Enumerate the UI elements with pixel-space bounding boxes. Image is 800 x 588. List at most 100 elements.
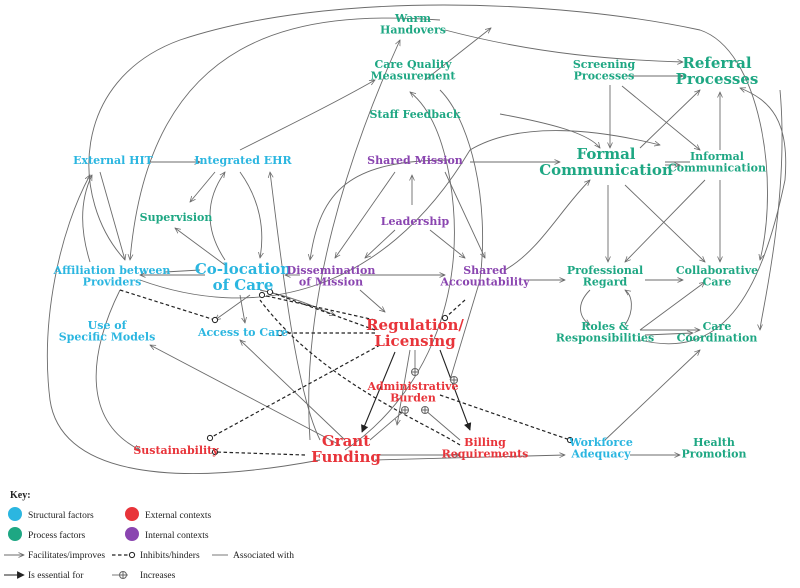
edge xyxy=(190,171,216,202)
node-shared-mission: Shared Mission xyxy=(367,154,463,167)
edge xyxy=(130,17,441,260)
external-swatch xyxy=(125,507,139,521)
structural-swatch xyxy=(8,507,22,521)
legend-essential: Is essential for xyxy=(28,570,84,581)
edge xyxy=(441,299,466,322)
node-leadership: Leadership xyxy=(381,215,450,228)
increases-sample xyxy=(112,571,128,579)
legend-inhibits: Inhibits/hinders xyxy=(140,551,200,561)
legend-facilitates: Facilitates/improves xyxy=(28,551,105,561)
increase-marker xyxy=(401,406,409,414)
edge xyxy=(206,344,381,442)
edge xyxy=(175,228,226,266)
process-swatch xyxy=(8,527,22,541)
edge xyxy=(499,113,600,148)
edge xyxy=(639,88,787,345)
edge xyxy=(580,289,590,325)
node-staff-feedback: Staff Feedback xyxy=(369,108,460,121)
edge xyxy=(88,4,768,260)
edge xyxy=(46,175,321,474)
edge xyxy=(239,294,245,323)
edge xyxy=(624,184,705,262)
edge xyxy=(239,80,375,151)
edge xyxy=(266,288,376,331)
edge xyxy=(310,159,451,260)
edge xyxy=(361,351,396,433)
edge xyxy=(639,90,700,149)
increase-marker xyxy=(411,368,419,376)
edge xyxy=(424,28,491,81)
edge xyxy=(625,290,632,326)
increase-edges xyxy=(369,89,484,441)
legend-structural: Structural factors xyxy=(28,510,94,521)
edge xyxy=(211,448,306,456)
edge xyxy=(240,340,346,441)
node-sustainability: Sustainability xyxy=(133,444,219,457)
inhibit-edges xyxy=(119,288,574,456)
edge xyxy=(429,229,465,258)
edge xyxy=(439,349,472,431)
edge xyxy=(644,333,693,335)
node-access-to-care: Access to Care xyxy=(197,326,288,339)
internal-swatch xyxy=(125,527,139,541)
edge xyxy=(308,40,401,441)
edges xyxy=(46,4,787,474)
edge xyxy=(604,350,700,441)
edge xyxy=(625,179,706,262)
edge xyxy=(150,345,341,446)
edge xyxy=(439,394,574,444)
edge xyxy=(139,130,660,299)
legend-process: Process factors xyxy=(28,530,86,541)
edge xyxy=(239,171,262,258)
edge xyxy=(164,269,201,273)
edge xyxy=(621,85,700,150)
legend-internal: Internal contexts xyxy=(145,531,209,541)
node-supervision: Supervision xyxy=(140,211,213,224)
edge xyxy=(439,89,484,381)
edge xyxy=(215,294,251,320)
edge xyxy=(374,455,565,461)
increase-marker xyxy=(450,376,458,384)
edge xyxy=(365,229,396,258)
edge xyxy=(369,409,406,441)
edge xyxy=(639,282,705,331)
edge xyxy=(259,299,461,446)
node-regulation-licensing: Regulation/Licensing xyxy=(366,316,464,350)
edge xyxy=(444,29,683,62)
node-roles-responsibilities: Roles &Responsibilities xyxy=(556,320,654,345)
edge xyxy=(335,171,396,258)
legend: Key: Structural factors Process factors … xyxy=(4,490,294,581)
edge xyxy=(95,289,140,450)
edge xyxy=(270,172,321,441)
node-external-hit: External HIT xyxy=(73,154,153,167)
edge xyxy=(760,89,783,330)
edge xyxy=(209,172,225,261)
edge xyxy=(397,349,411,425)
edge xyxy=(119,289,219,324)
legend-title: Key: xyxy=(10,490,31,501)
edge xyxy=(82,175,93,263)
edge xyxy=(344,92,455,451)
edge xyxy=(258,291,376,321)
